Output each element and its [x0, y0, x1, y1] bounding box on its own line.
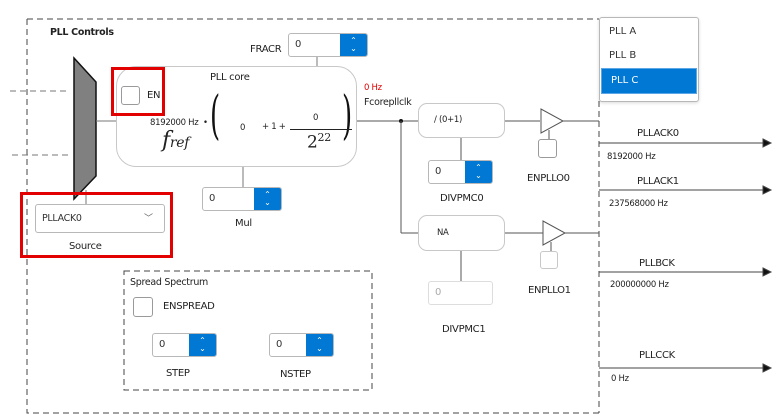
pll-core-box — [116, 66, 357, 167]
output-freq: 8192000 Hz — [607, 152, 656, 162]
buffer-triangle-1 — [542, 220, 567, 246]
chevron-up-icon[interactable]: ⌃ — [199, 336, 206, 345]
spread-spectrum-border — [123, 270, 373, 391]
spread-spectrum-title: Spread Spectrum — [130, 277, 209, 288]
right-paren: ) — [342, 86, 352, 146]
denominator-base: 2 — [307, 132, 318, 153]
denominator-exp: 22 — [317, 131, 332, 144]
divpmc0-label: DIVPMC0 — [440, 193, 484, 204]
divpmc0-value[interactable]: 0 — [435, 166, 442, 177]
chevron-down-icon[interactable]: ⌄ — [475, 171, 482, 180]
fref-value: 8192000 Hz — [150, 118, 199, 128]
enpll0-checkbox[interactable] — [538, 139, 557, 158]
left-paren: ( — [210, 86, 220, 146]
enpll0-label: ENPLLO0 — [527, 173, 570, 184]
source-label: Source — [69, 241, 102, 252]
fracr-spinner[interactable]: 0 ⌃ ⌄ — [288, 33, 368, 57]
en-highlight-box — [111, 67, 165, 116]
pll-enable-checkbox[interactable] — [121, 86, 140, 105]
divpmc1-value[interactable]: 0 — [435, 287, 442, 298]
chevron-up-icon[interactable]: ⌃ — [475, 163, 482, 172]
enspread-checkbox[interactable] — [133, 297, 153, 317]
nstep-value[interactable]: 0 — [276, 339, 283, 350]
frac-numerator: 0 — [313, 113, 319, 123]
divpmc0-spin-buttons[interactable]: ⌃ ⌄ — [465, 161, 492, 183]
fref-sub: ref — [169, 135, 190, 151]
output-freq: 200000000 Hz — [610, 280, 669, 290]
divider0-expression: / (0+1) — [434, 115, 463, 125]
source-highlight-box — [20, 192, 173, 258]
mul-value[interactable]: 0 — [209, 193, 216, 204]
nstep-label: NSTEP — [280, 369, 311, 380]
frac-denominator: 222 — [307, 131, 331, 153]
fcore-label: Fcorepllclk — [364, 97, 412, 108]
buffer-triangle-0 — [540, 108, 565, 134]
panel-title: PLL Controls — [50, 27, 114, 38]
output-name: PLLBCK — [639, 258, 675, 269]
step-spinner[interactable]: 0 ⌃ ⌄ — [152, 333, 217, 357]
pll-option-a[interactable]: PLL A — [609, 26, 637, 37]
chevron-up-icon[interactable]: ⌃ — [350, 36, 357, 45]
divider0-box — [418, 103, 505, 138]
chevron-up-icon[interactable]: ⌃ — [264, 190, 271, 199]
mul-spin-buttons[interactable]: ⌃ ⌄ — [254, 188, 281, 210]
enpll1-checkbox[interactable] — [540, 251, 558, 269]
divider1-expression: NA — [437, 228, 449, 238]
enspread-label: ENSPREAD — [163, 301, 215, 312]
chevron-down-icon[interactable]: ⌄ — [350, 44, 357, 53]
chevron-up-icon[interactable]: ⌃ — [316, 336, 323, 345]
divpmc1-label: DIVPMC1 — [442, 324, 486, 335]
fracr-label: FRACR — [250, 44, 282, 55]
step-spin-buttons[interactable]: ⌃ ⌄ — [189, 334, 216, 356]
fcore-freq: 0 Hz — [364, 83, 382, 93]
fref-symbol: fref — [162, 128, 189, 153]
divider1-box — [418, 215, 505, 251]
output-name: PLLCCK — [639, 350, 675, 361]
output-arrows — [599, 138, 773, 373]
fraction-bar — [290, 129, 352, 130]
pll-enable-label: EN — [147, 90, 161, 101]
mul-display: 0 — [240, 123, 246, 133]
chevron-down-icon[interactable]: ﹀ — [144, 214, 153, 224]
panel-border — [26, 18, 600, 414]
output-freq: 237568000 Hz — [609, 199, 668, 209]
step-value[interactable]: 0 — [159, 339, 166, 350]
plus-one: + 1 + — [262, 122, 286, 132]
divpmc1-spinner[interactable]: 0 — [428, 281, 493, 305]
source-select[interactable]: PLLACK0 ﹀ — [35, 204, 165, 233]
pll-selector-dropdown[interactable]: PLL A PLL B PLL C — [599, 17, 699, 102]
enpll1-label: ENPLLO1 — [528, 285, 571, 296]
output-freq: 0 Hz — [611, 374, 629, 384]
chevron-down-icon[interactable]: ⌄ — [264, 198, 271, 207]
step-label: STEP — [166, 368, 190, 379]
pll-option-b[interactable]: PLL B — [609, 50, 637, 61]
source-selected: PLLACK0 — [42, 213, 82, 224]
fracr-value[interactable]: 0 — [295, 39, 302, 50]
output-name: PLLACK1 — [637, 176, 679, 187]
mux-shape — [73, 56, 97, 201]
output-name: PLLACK0 — [637, 128, 679, 139]
nstep-spinner[interactable]: 0 ⌃ ⌄ — [269, 333, 334, 357]
chevron-down-icon[interactable]: ⌄ — [199, 344, 206, 353]
fref-f: f — [162, 128, 170, 153]
mul-label: Mul — [235, 218, 252, 229]
pll-core-title: PLL core — [210, 72, 250, 83]
mul-spinner[interactable]: 0 ⌃ ⌄ — [202, 187, 282, 211]
pll-option-c[interactable]: PLL C — [601, 68, 697, 94]
chevron-down-icon[interactable]: ⌄ — [316, 344, 323, 353]
multiply-dot: • — [203, 118, 208, 128]
nstep-spin-buttons[interactable]: ⌃ ⌄ — [306, 334, 333, 356]
divpmc0-spinner[interactable]: 0 ⌃ ⌄ — [428, 160, 493, 184]
fracr-spin-buttons[interactable]: ⌃ ⌄ — [340, 34, 367, 56]
